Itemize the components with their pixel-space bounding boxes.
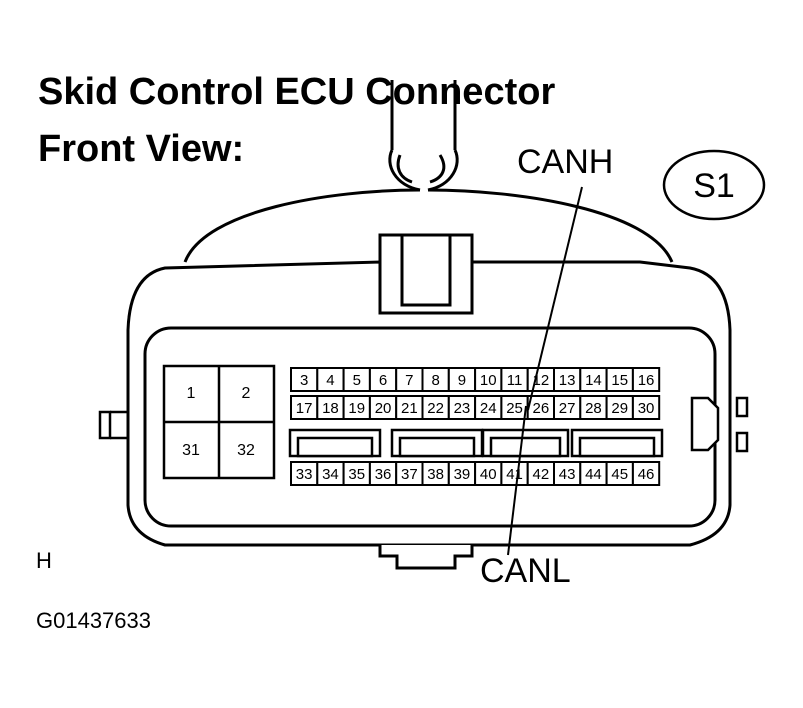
pin-11: 11 [507, 372, 523, 389]
canh-label: CANH [517, 143, 613, 181]
pin-23: 23 [454, 400, 471, 417]
pin-4: 4 [326, 372, 334, 389]
keying-slots [288, 428, 664, 458]
pin-cell-46 [631, 461, 661, 486]
pin-6: 6 [379, 372, 387, 389]
pin-1: 1 [187, 385, 196, 402]
big-pin-block [162, 364, 276, 480]
pin-37: 37 [401, 466, 418, 483]
pin-18: 18 [322, 400, 339, 417]
pin-20: 20 [375, 400, 392, 417]
canl-leader-line [507, 405, 527, 556]
pin-29: 29 [611, 400, 628, 417]
pin-32: 32 [237, 442, 255, 459]
pin-3: 3 [300, 372, 308, 389]
pin-25: 25 [506, 400, 523, 417]
pin-2: 2 [242, 385, 251, 402]
pin-14: 14 [585, 372, 602, 389]
lock-tab-top [378, 233, 474, 315]
pin-34: 34 [322, 466, 339, 483]
pin-17: 17 [296, 400, 313, 417]
diagram-title-line2: Front View: [38, 128, 244, 170]
pin-30: 30 [638, 400, 655, 417]
pin-44: 44 [585, 466, 602, 483]
canh-leader-line [527, 186, 583, 411]
pin-43: 43 [559, 466, 576, 483]
pin-8: 8 [431, 372, 439, 389]
pin-31: 31 [182, 442, 200, 459]
pin-7: 7 [405, 372, 413, 389]
side-tabs [98, 396, 749, 453]
lock-tab-bottom [378, 545, 474, 570]
pin-27: 27 [559, 400, 576, 417]
pin-45: 45 [611, 466, 628, 483]
pin-5: 5 [353, 372, 361, 389]
figure-code: G01437633 [36, 608, 151, 633]
pin-13: 13 [559, 372, 576, 389]
wire-harness [183, 80, 674, 263]
pin-28: 28 [585, 400, 602, 417]
pin-39: 39 [454, 466, 471, 483]
pin-42: 42 [533, 466, 550, 483]
pin-cell-16 [631, 367, 661, 392]
diagram-title-line1: Skid Control ECU Connector [38, 71, 555, 113]
pin-36: 36 [375, 466, 392, 483]
pin-38: 38 [427, 466, 444, 483]
pin-46: 46 [638, 466, 655, 483]
pin-15: 15 [611, 372, 628, 389]
pin-35: 35 [348, 466, 365, 483]
pin-19: 19 [348, 400, 365, 417]
pin-22: 22 [427, 400, 444, 417]
pin-21: 21 [401, 400, 418, 417]
pin-26: 26 [533, 400, 550, 417]
pin-33: 33 [296, 466, 313, 483]
connector-code-oval [662, 149, 766, 221]
corner-letter: H [36, 548, 52, 573]
pin-40: 40 [480, 466, 497, 483]
pin-41: 41 [506, 466, 523, 483]
pin-9: 9 [458, 372, 466, 389]
pin-10: 10 [480, 372, 497, 389]
connector-code: S1 [693, 167, 735, 205]
pin-cell-30 [631, 395, 661, 420]
pin-24: 24 [480, 400, 497, 417]
canl-label: CANL [480, 552, 571, 590]
pin-16: 16 [638, 372, 655, 389]
